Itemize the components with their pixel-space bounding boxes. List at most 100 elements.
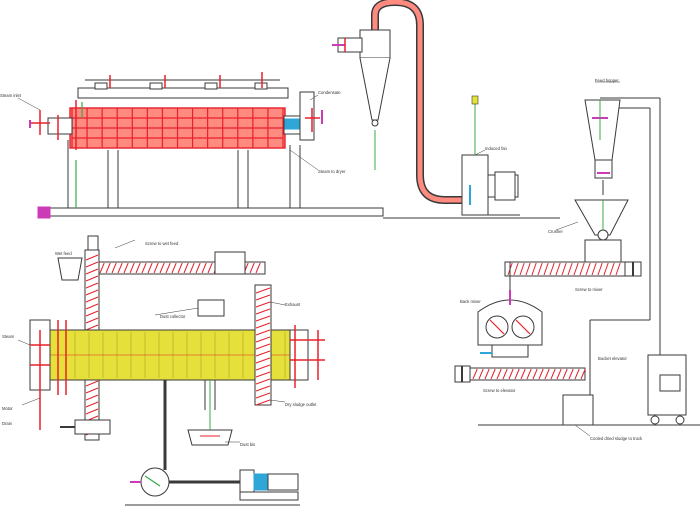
screw-flight bbox=[532, 368, 538, 380]
elevator-flight bbox=[85, 317, 99, 324]
screw-flight bbox=[508, 368, 514, 380]
screw-flight bbox=[111, 262, 117, 274]
screw-flight bbox=[255, 392, 271, 399]
screw-flight bbox=[615, 262, 621, 276]
screw-flight bbox=[255, 294, 271, 301]
screw-flight bbox=[153, 262, 159, 274]
screw-flight bbox=[255, 287, 271, 294]
screw-flight bbox=[165, 262, 171, 274]
screw-flight bbox=[147, 262, 153, 274]
label-crusher: Crusher bbox=[548, 229, 563, 234]
label-plan-motor: Motor bbox=[2, 406, 13, 411]
screw-flight bbox=[526, 368, 532, 380]
plan-fan-motor bbox=[267, 473, 299, 491]
screw-flight bbox=[597, 262, 603, 276]
elevator-flight bbox=[85, 261, 99, 268]
screw-flight bbox=[478, 368, 484, 380]
screw-flight bbox=[255, 262, 261, 274]
label-fan: Induced fan bbox=[485, 146, 508, 151]
screw-flight bbox=[484, 368, 490, 380]
screw-flight bbox=[189, 262, 195, 274]
fan-casing bbox=[461, 154, 489, 216]
screw-flight bbox=[573, 262, 579, 276]
screw-flight bbox=[255, 308, 271, 315]
label-truck-caption: Cooled dried sludge to truck bbox=[590, 436, 643, 441]
elevator-flight bbox=[85, 310, 99, 317]
plan-motor bbox=[74, 419, 111, 435]
label-bucket: Bucket elevator bbox=[598, 356, 627, 361]
elevator-flight bbox=[85, 275, 99, 282]
outlet-water-box bbox=[284, 118, 300, 130]
screw-flight bbox=[550, 368, 556, 380]
screw-flight bbox=[129, 262, 135, 274]
screw-flight bbox=[183, 262, 189, 274]
screw-flight bbox=[135, 262, 141, 274]
label-feed-hopper: Feed hopper bbox=[595, 78, 619, 83]
screw-flight bbox=[255, 350, 271, 357]
screw-flight bbox=[580, 368, 586, 380]
elevator-flight bbox=[85, 401, 99, 408]
screw-flight bbox=[472, 368, 478, 380]
screw-flight bbox=[177, 262, 183, 274]
elevator-flight bbox=[85, 303, 99, 310]
screw-flight bbox=[537, 262, 543, 276]
exhaust-system bbox=[332, 0, 520, 216]
screw-flight bbox=[255, 385, 271, 392]
label-condensate: Condensate bbox=[318, 90, 341, 95]
cyclone-cone bbox=[359, 57, 391, 121]
label-plan-drain: Drain bbox=[2, 421, 13, 426]
screw-flight bbox=[544, 368, 550, 380]
elevator-flight bbox=[85, 282, 99, 289]
screw-flight bbox=[502, 368, 508, 380]
screw-flight bbox=[519, 262, 525, 276]
screw-flight bbox=[105, 262, 111, 274]
screw-conveyor-feed bbox=[504, 261, 626, 277]
feed-hopper bbox=[584, 99, 621, 161]
screw-flight bbox=[255, 336, 271, 343]
screw-flight bbox=[561, 262, 567, 276]
screw-flight bbox=[591, 262, 597, 276]
plan-dust-box bbox=[197, 299, 225, 317]
screw-flight bbox=[514, 368, 520, 380]
screw-flight bbox=[609, 262, 615, 276]
label-screw-out: Screw to elevator bbox=[483, 388, 516, 393]
screw-flight bbox=[117, 262, 123, 274]
screw-flight bbox=[255, 371, 271, 378]
screw-flight bbox=[195, 262, 201, 274]
screw-flight bbox=[159, 262, 165, 274]
cyclone-body bbox=[359, 29, 391, 59]
label-steam-to-dryer: Steam to dryer bbox=[318, 169, 346, 174]
screw-flight bbox=[255, 357, 271, 364]
screw-flight bbox=[201, 262, 207, 274]
screw-flight bbox=[543, 262, 549, 276]
elevator-flight bbox=[85, 394, 99, 401]
plan-dust-bin bbox=[187, 429, 233, 446]
elevator-flight bbox=[85, 387, 99, 394]
dryer-side-view bbox=[17, 72, 384, 219]
screw-flight bbox=[567, 262, 573, 276]
screw-flight bbox=[538, 368, 544, 380]
screw-flight bbox=[255, 322, 271, 329]
screw-flight bbox=[603, 262, 609, 276]
plan-feed-hopper bbox=[57, 257, 83, 281]
elevator-flight bbox=[85, 296, 99, 303]
screw-flight bbox=[207, 262, 213, 274]
label-plan-outlet: Dry sludge outlet bbox=[285, 402, 317, 407]
label-plan-steam: Steam bbox=[2, 334, 15, 339]
label-steam-inlet: Steam inlet bbox=[0, 93, 22, 98]
screw-flight bbox=[255, 399, 271, 406]
base-left-block bbox=[37, 206, 51, 219]
screw-flight bbox=[141, 262, 147, 274]
trough-grid bbox=[71, 108, 284, 148]
elevator-flight bbox=[85, 380, 99, 387]
label-plan-bin: Dust bin bbox=[240, 442, 256, 447]
screw-flight bbox=[574, 368, 580, 380]
plan-vertical-screw bbox=[254, 284, 272, 406]
elevator-flight bbox=[85, 254, 99, 261]
screw-flight bbox=[255, 301, 271, 308]
label-plan-hopper: Wet feed bbox=[55, 251, 72, 256]
screw-flight bbox=[579, 262, 585, 276]
fan-motor bbox=[494, 171, 516, 201]
discharge-bin bbox=[562, 394, 594, 426]
